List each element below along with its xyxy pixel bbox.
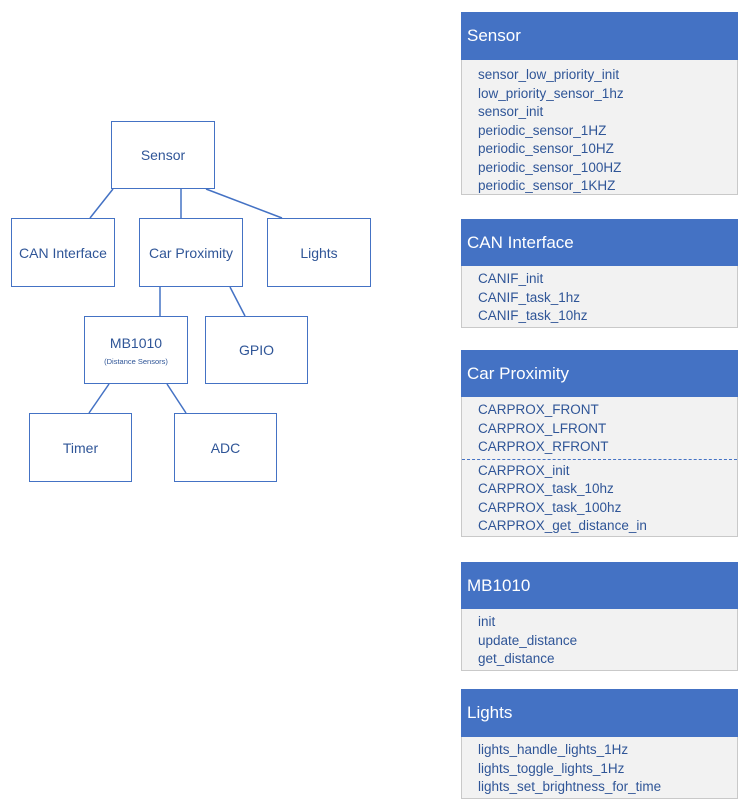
function-item: lights_set_brightness_for_time — [478, 779, 662, 794]
card-can-interface-title: CAN Interface — [467, 232, 574, 252]
function-item: periodic_sensor_10HZ — [478, 141, 614, 156]
card-sensor-header: Sensor — [461, 12, 738, 60]
function-item: init — [478, 614, 496, 629]
card-car-proximity-title: Car Proximity — [467, 363, 570, 383]
card-mb1010: MB1010 init update_distance get_distance — [461, 562, 738, 671]
hierarchy-connectors — [88, 188, 283, 414]
node-mb1010-sublabel: (Distance Sensors) — [104, 356, 168, 366]
function-item: get_distance — [478, 651, 555, 666]
node-adc: ADC — [174, 413, 277, 482]
node-can-interface-label: CAN Interface — [19, 244, 107, 261]
constant-item: CARPROX_LFRONT — [478, 420, 607, 436]
function-item: CARPROX_task_100hz — [478, 499, 622, 515]
node-adc-label: ADC — [210, 439, 241, 456]
node-sensor-label: Sensor — [140, 147, 186, 163]
connector-sensor-can — [89, 188, 114, 219]
node-can-interface: CAN Interface — [11, 218, 115, 287]
card-car-proximity: Car Proximity CARPROX_FRONT CARPROX_LFRO… — [461, 350, 738, 537]
function-item: CANIF_task_1hz — [478, 289, 581, 305]
constant-item: CARPROX_FRONT — [478, 402, 599, 417]
function-item: CANIF_init — [478, 271, 544, 286]
card-lights-header: Lights — [461, 689, 738, 737]
card-mb1010-header: MB1010 — [461, 562, 738, 609]
node-timer: Timer — [29, 413, 132, 482]
node-gpio: GPIO — [205, 316, 308, 384]
node-car-proximity: Car Proximity — [139, 218, 243, 287]
card-mb1010-body: init update_distance get_distance — [461, 609, 738, 671]
card-sensor: Sensor sensor_low_priority_init low_prio… — [461, 12, 738, 195]
function-item: update_distance — [478, 632, 578, 648]
connector-mb1010-timer — [88, 383, 110, 414]
function-item: lights_handle_lights_1Hz — [478, 742, 629, 757]
function-item: lights_toggle_lights_1Hz — [478, 760, 625, 776]
card-sensor-title: Sensor — [467, 26, 521, 45]
node-car-proximity-label: Car Proximity — [148, 244, 233, 261]
function-item: CARPROX_init — [478, 462, 570, 478]
function-item: periodic_sensor_1HZ — [478, 122, 607, 138]
connector-mb1010-adc — [166, 383, 187, 414]
node-gpio-label: GPIO — [238, 342, 274, 358]
node-lights: Lights — [267, 218, 371, 287]
constant-item: CARPROX_RFRONT — [478, 439, 609, 454]
function-item: CARPROX_task_10hz — [478, 481, 614, 496]
connector-sensor-lights — [205, 188, 283, 219]
node-lights-label: Lights — [300, 244, 338, 261]
card-car-proximity-body: CARPROX_FRONT CARPROX_LFRONT CARPROX_RFR… — [461, 397, 738, 537]
card-lights-body: lights_handle_lights_1Hz lights_toggle_l… — [461, 737, 738, 799]
function-item: CARPROX_get_distance_in — [478, 518, 647, 533]
card-lights: Lights lights_handle_lights_1Hz lights_t… — [461, 689, 738, 799]
card-can-interface: CAN Interface CANIF_init CANIF_task_1hz … — [461, 219, 738, 328]
constants-divider — [462, 458, 737, 460]
node-mb1010: MB1010 (Distance Sensors) — [84, 316, 188, 384]
card-lights-title: Lights — [467, 703, 513, 722]
function-item: low_priority_sensor_1hz — [478, 85, 624, 101]
function-item: periodic_sensor_100HZ — [478, 159, 622, 175]
card-can-interface-body: CANIF_init CANIF_task_1hz CANIF_task_10h… — [461, 266, 738, 328]
card-car-proximity-header: Car Proximity — [461, 350, 738, 397]
card-mb1010-title: MB1010 — [467, 575, 531, 595]
node-sensor: Sensor — [111, 121, 215, 189]
function-item: sensor_low_priority_init — [478, 67, 620, 82]
node-mb1010-label: MB1010 — [109, 334, 163, 351]
function-item: CANIF_task_10hz — [478, 308, 588, 323]
card-sensor-body: sensor_low_priority_init low_priority_se… — [461, 60, 738, 195]
function-item: periodic_sensor_1KHZ — [478, 178, 616, 193]
card-can-interface-header: CAN Interface — [461, 219, 738, 266]
node-timer-label: Timer — [62, 439, 99, 456]
function-item: sensor_init — [478, 104, 544, 119]
connector-carprox-gpio — [229, 286, 246, 317]
